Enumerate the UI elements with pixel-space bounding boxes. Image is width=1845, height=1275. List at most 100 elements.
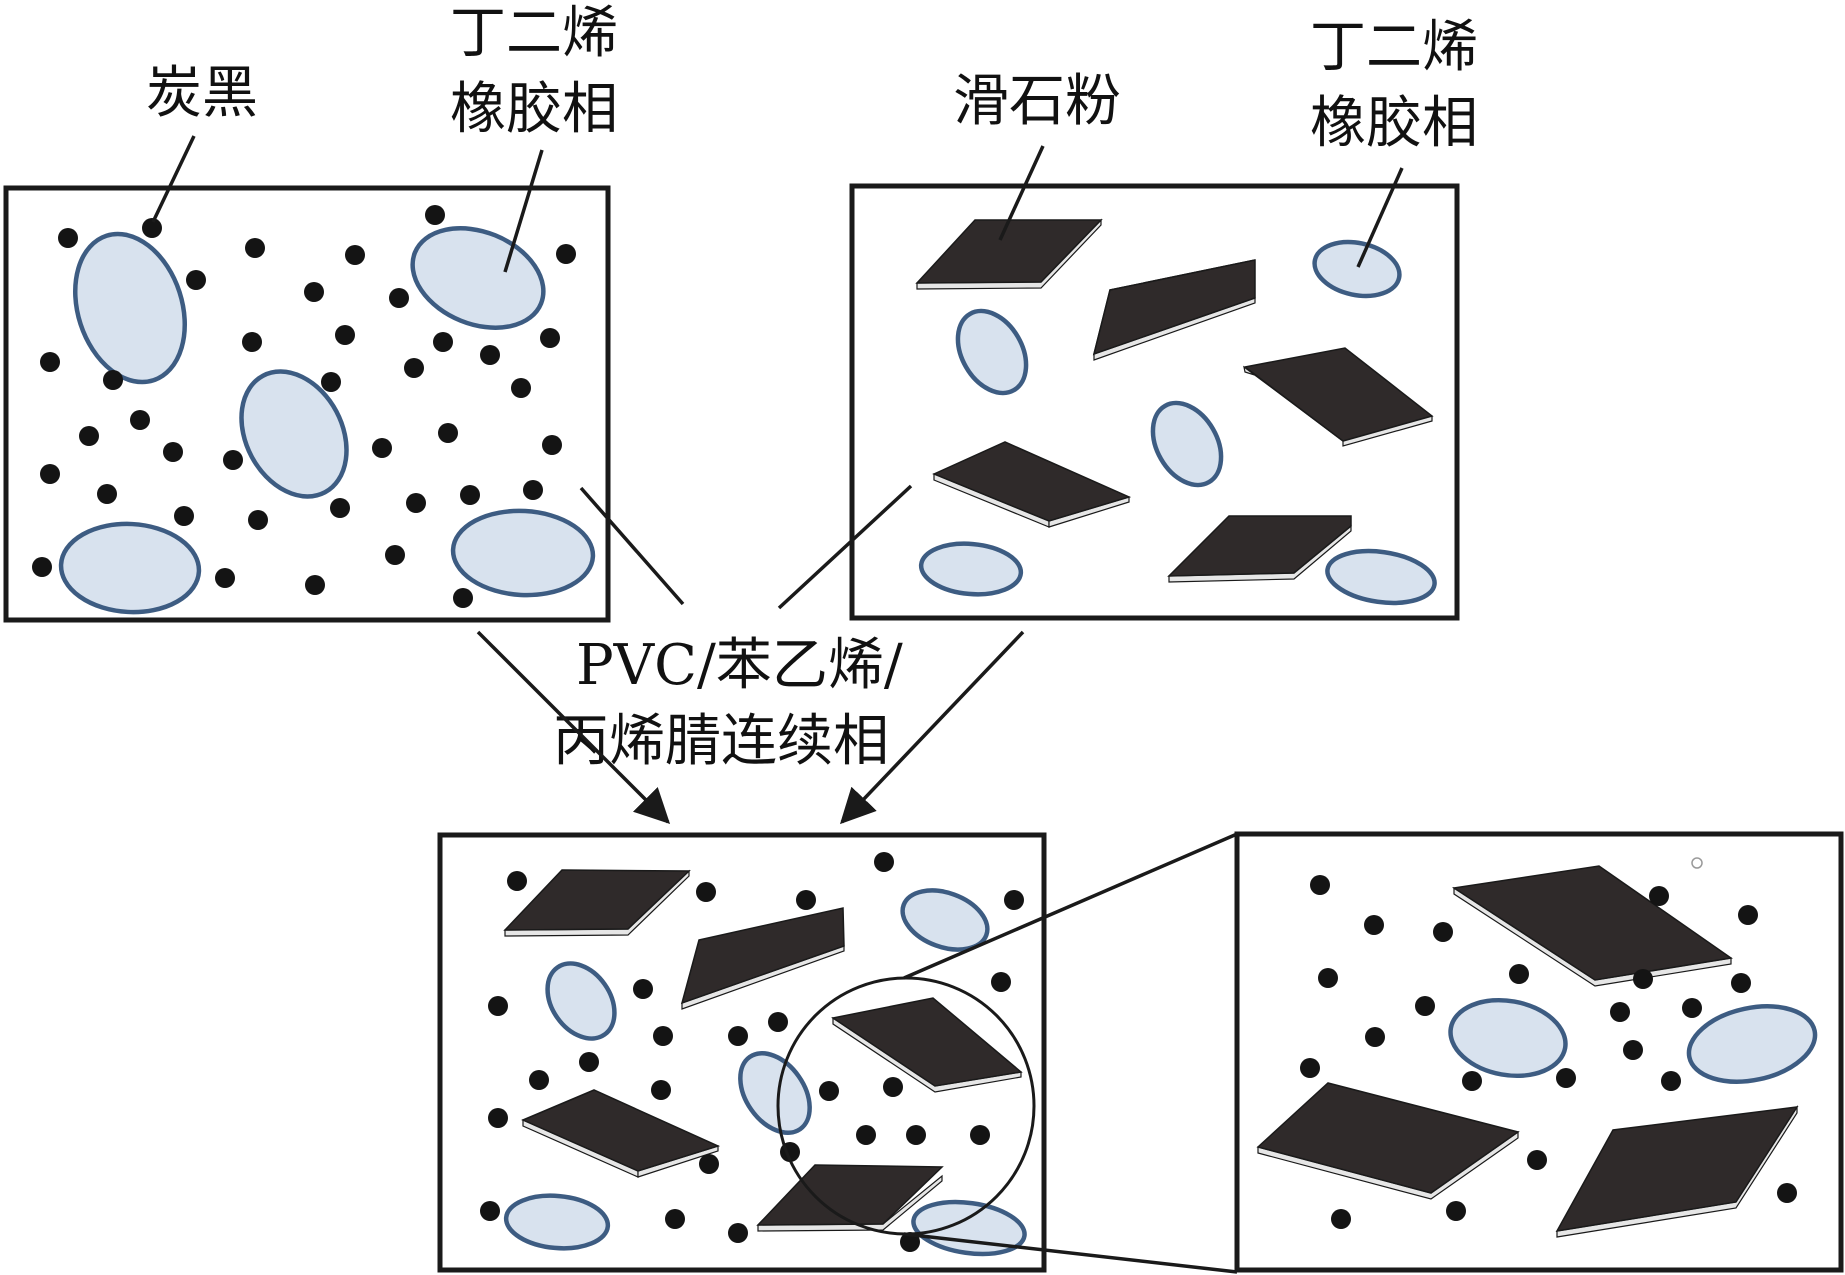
carbon-black-particle	[1527, 1150, 1547, 1170]
carbon-black-particle	[1415, 996, 1435, 1016]
carbon-black-particle	[330, 498, 350, 518]
label-talc: 滑石粉	[953, 69, 1121, 134]
carbon-black-particle	[665, 1209, 685, 1229]
carbon-black-particle	[1509, 964, 1529, 984]
carbon-black-particle	[58, 228, 78, 248]
zoom-line-bottom	[903, 1232, 1238, 1274]
carbon-black-particle	[1365, 1027, 1385, 1047]
label-carbon-black: 炭黑	[146, 61, 258, 126]
rubber-particle	[1448, 997, 1568, 1079]
talc-platelet	[1167, 515, 1352, 583]
talc-platelet	[503, 869, 691, 937]
carbon-black-particle	[142, 218, 162, 238]
rubber-particle	[503, 1193, 611, 1251]
carbon-black-particle	[556, 244, 576, 264]
carbon-black-particle	[1446, 1201, 1466, 1221]
carbon-black-particle	[321, 372, 341, 392]
panel3-rubber-particles	[503, 888, 1027, 1257]
rubber-particle	[1312, 239, 1402, 299]
panel4-carbon-black	[1300, 857, 1797, 1229]
carbon-black-particle	[1649, 886, 1669, 906]
carbon-black-particle	[796, 890, 816, 910]
carbon-black-particle	[425, 205, 445, 225]
talc-platelet	[1092, 259, 1256, 361]
talc-platelet	[1451, 865, 1733, 987]
carbon-black-particle	[699, 1154, 719, 1174]
carbon-black-particle	[335, 325, 355, 345]
carbon-black-particle	[103, 370, 123, 390]
carbon-black-particle	[653, 1026, 673, 1046]
carbon-black-particle	[1556, 1068, 1576, 1088]
carbon-black-particle	[1610, 1002, 1630, 1022]
rubber-particle	[738, 1051, 812, 1135]
panel2-rubber-particles	[918, 239, 1437, 606]
panel3-carbon-black	[480, 852, 1024, 1252]
carbon-black-particle	[304, 282, 324, 302]
carbon-black-particle	[970, 1125, 990, 1145]
talc-platelet	[1256, 1082, 1520, 1200]
talc-platelet	[1555, 1104, 1799, 1238]
carbon-black-particle	[1004, 890, 1024, 910]
carbon-black-particle	[404, 358, 424, 378]
carbon-black-particle	[633, 979, 653, 999]
carbon-black-particle	[79, 426, 99, 446]
carbon-black-particle	[696, 882, 716, 902]
panel3-talc-platelets	[503, 869, 1023, 1232]
carbon-black-particle	[651, 1080, 671, 1100]
carbon-black-particle	[1300, 1058, 1320, 1078]
carbon-black-particle	[579, 1052, 599, 1072]
talc-platelet	[932, 441, 1132, 528]
carbon-black-particle	[215, 568, 235, 588]
rubber-particle	[73, 231, 187, 385]
carbon-black-particle	[480, 345, 500, 365]
carbon-black-particle	[453, 588, 473, 608]
panel4-talc-platelets	[1256, 865, 1799, 1238]
carbon-black-particle	[32, 557, 52, 577]
rubber-particle	[1325, 548, 1437, 606]
carbon-black-particle	[906, 1125, 926, 1145]
rubber-particle	[911, 1199, 1027, 1257]
carbon-black-particle	[480, 1201, 500, 1221]
rubber-left-leader	[503, 149, 544, 273]
carbon-black-particle	[1661, 1071, 1681, 1091]
label-butadiene-rubber-right-2: 橡胶相	[1310, 91, 1478, 156]
carbon-black-particle	[460, 485, 480, 505]
carbon-black-particle	[1682, 998, 1702, 1018]
carbon-black-particle	[130, 410, 150, 430]
panel4-rubber-particles	[1448, 997, 1818, 1084]
rubber-particle	[1150, 400, 1224, 488]
talc-platelet	[756, 1164, 944, 1232]
carbon-black-particle	[223, 450, 243, 470]
carbon-black-particle	[389, 288, 409, 308]
carbon-black-particle	[1731, 973, 1751, 993]
carbon-black-particle	[305, 575, 325, 595]
carbon-black-particle	[511, 378, 531, 398]
carbon-black-particle	[245, 238, 265, 258]
rubber-particle	[58, 521, 202, 615]
rubber-particle	[918, 541, 1024, 597]
carbon-black-particle	[1364, 915, 1384, 935]
rubber-particle	[450, 508, 596, 598]
talc-platelet	[1243, 347, 1434, 447]
carbon-black-particle	[1738, 905, 1758, 925]
rubber-right-leader	[1356, 167, 1404, 268]
rubber-particle	[900, 888, 990, 952]
arrow-right-to-combined	[839, 630, 1025, 825]
label-continuous-phase-2: 丙烯腈连续相	[553, 709, 889, 774]
carbon-black-particle	[1462, 1071, 1482, 1091]
talc-platelet	[521, 1089, 721, 1178]
talc-platelet	[680, 907, 845, 1010]
arrow-left-to-combined	[476, 630, 671, 825]
talc-platelet	[915, 218, 1103, 290]
carbon-black-particle	[186, 270, 206, 290]
carbon-black-particle	[1310, 875, 1330, 895]
label-butadiene-rubber-right-1: 丁二烯	[1310, 15, 1478, 80]
carbon-black-particle	[874, 852, 894, 872]
carbon-black-particle	[248, 510, 268, 530]
carbon-black-particle	[1633, 969, 1653, 989]
rubber-particle	[545, 961, 617, 1041]
carbon-black-particle	[523, 480, 543, 500]
continuous-phase-leader-right	[777, 484, 913, 610]
panel2-talc-platelets	[915, 218, 1434, 583]
carbon-black-particle	[819, 1081, 839, 1101]
